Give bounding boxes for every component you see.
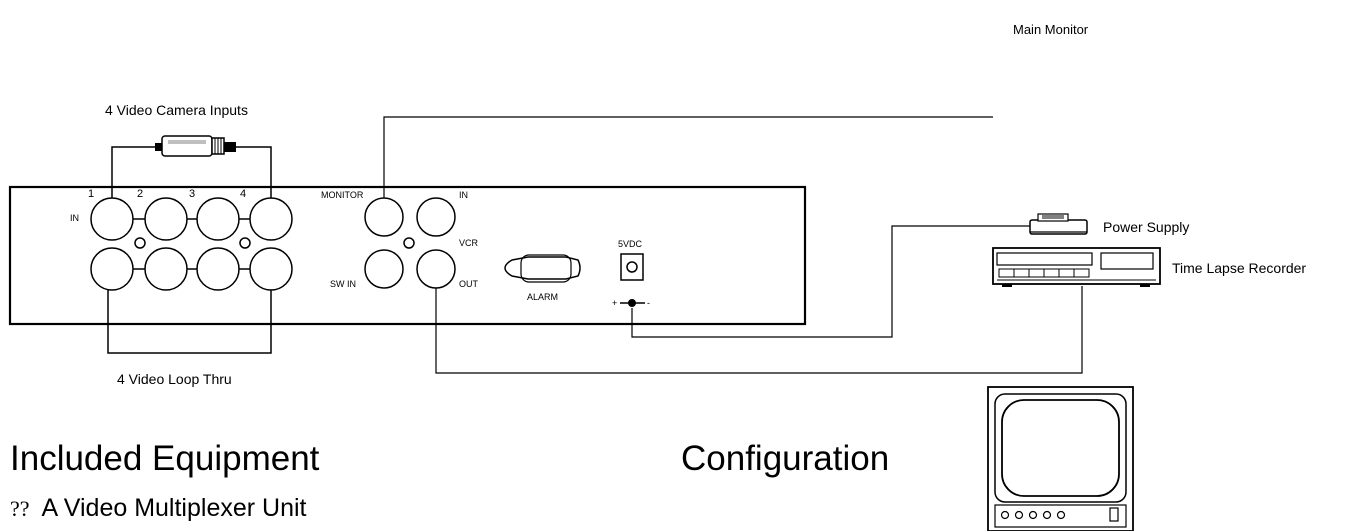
included-equipment-heading: Included Equipment [10,439,320,478]
polarity-plus-label: + [612,298,617,308]
alarm-label: ALARM [527,292,558,302]
polarity-symbol [628,299,636,307]
equipment-list-text: A Video Multiplexer Unit [41,494,307,522]
loop-thru-connectors [90,247,293,291]
out-label: OUT [459,279,479,289]
equipment-list-bullet: ?? [10,496,30,521]
loop-thru-wire [107,290,272,354]
dc-input-label: 5VDC [618,239,643,249]
camera-input-wire [111,146,155,198]
mount-hole-left [134,237,146,249]
dc-power-jack [620,253,644,281]
configuration-heading: Configuration [681,439,890,478]
main-monitor-icon [987,386,1134,531]
monitor-cable [383,116,993,198]
power-cable [631,225,1030,338]
time-lapse-recorder-label: Time Lapse Recorder [1172,260,1306,276]
polarity-minus-label: - [647,298,650,308]
time-lapse-recorder-icon [992,247,1161,287]
port-3-label: 3 [189,188,195,200]
alarm-connector-body [520,254,572,283]
equipment-list-item: ?? A Video Multiplexer Unit [10,492,307,525]
vcr-cable [435,286,1083,374]
port-4-label: 4 [240,188,246,200]
main-monitor-label: Main Monitor [1013,22,1089,37]
port-1-label: 1 [88,188,94,200]
loop-thru-label: 4 Video Loop Thru [117,371,232,387]
multiplexer-rear-panel [8,185,807,326]
vcr-label: VCR [459,238,479,248]
camera-inputs-label: 4 Video Camera Inputs [105,102,248,118]
mount-hole-right [239,237,251,249]
power-supply-label: Power Supply [1103,219,1189,235]
video-camera-icon [155,135,236,157]
sw-in-label: SW IN [330,279,356,289]
dc-jack-pin [626,261,638,273]
port-2-label: 2 [137,188,143,200]
panel-in-label: IN [70,213,79,223]
alarm-connector [504,256,581,280]
camera-input-wire-right [236,146,272,198]
power-supply-icon [1029,213,1088,235]
monitor-port-label: MONITOR [321,190,364,200]
mount-hole-center [403,237,415,249]
vcr-in-label: IN [459,190,468,200]
